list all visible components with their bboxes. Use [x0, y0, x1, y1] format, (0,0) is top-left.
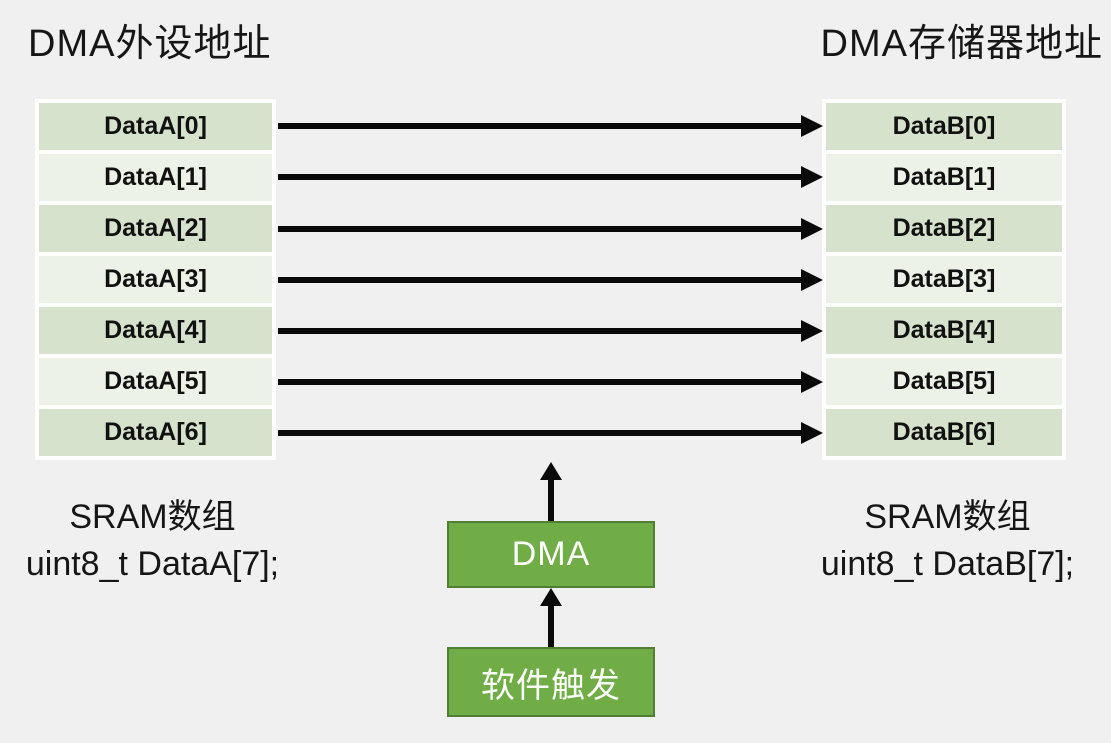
transfer-arrow-icon	[278, 328, 801, 334]
memory-cell: DataB[6]	[826, 409, 1062, 456]
memory-cell: DataA[4]	[39, 307, 272, 354]
right-sram-caption-line1: SRAM数组	[864, 498, 1031, 536]
memory-cell: DataB[4]	[826, 307, 1062, 354]
peripheral-address-title: DMA外设地址	[28, 23, 272, 65]
memory-cell: DataA[5]	[39, 358, 272, 405]
right-sram-caption: SRAM数组 uint8_t DataB[7];	[790, 494, 1105, 588]
memory-cell: DataB[3]	[826, 256, 1062, 303]
left-sram-caption-line2: uint8_t DataA[7];	[25, 545, 280, 583]
transfer-arrow-icon	[278, 430, 801, 436]
memory-cell: DataA[6]	[39, 409, 272, 456]
memory-cell: DataA[1]	[39, 154, 272, 201]
memory-cell: DataA[2]	[39, 205, 272, 252]
transfer-arrow-icon	[278, 277, 801, 283]
transfer-arrow-icon	[278, 174, 801, 180]
memory-cell: DataB[2]	[826, 205, 1062, 252]
dma-up-arrow-icon	[548, 480, 554, 521]
transfer-arrow-icon	[278, 226, 801, 232]
memory-cell: DataB[5]	[826, 358, 1062, 405]
memory-cell: DataA[3]	[39, 256, 272, 303]
memory-cell: DataB[0]	[826, 103, 1062, 150]
memory-cell: DataA[0]	[39, 103, 272, 150]
software-trigger-box: 软件触发	[447, 647, 655, 717]
left-sram-caption: SRAM数组 uint8_t DataA[7];	[0, 494, 305, 588]
memory-address-table: DataB[0] DataB[1] DataB[2] DataB[3] Data…	[822, 99, 1066, 460]
transfer-arrow-icon	[278, 379, 801, 385]
peripheral-address-table: DataA[0] DataA[1] DataA[2] DataA[3] Data…	[35, 99, 276, 460]
transfer-arrow-icon	[278, 123, 801, 129]
memory-address-title: DMA存储器地址	[820, 23, 1103, 65]
dma-box: DMA	[447, 521, 655, 588]
memory-cell: DataB[1]	[826, 154, 1062, 201]
right-sram-caption-line2: uint8_t DataB[7];	[820, 545, 1075, 583]
trigger-up-arrow-icon	[548, 606, 554, 647]
left-sram-caption-line1: SRAM数组	[69, 498, 236, 536]
